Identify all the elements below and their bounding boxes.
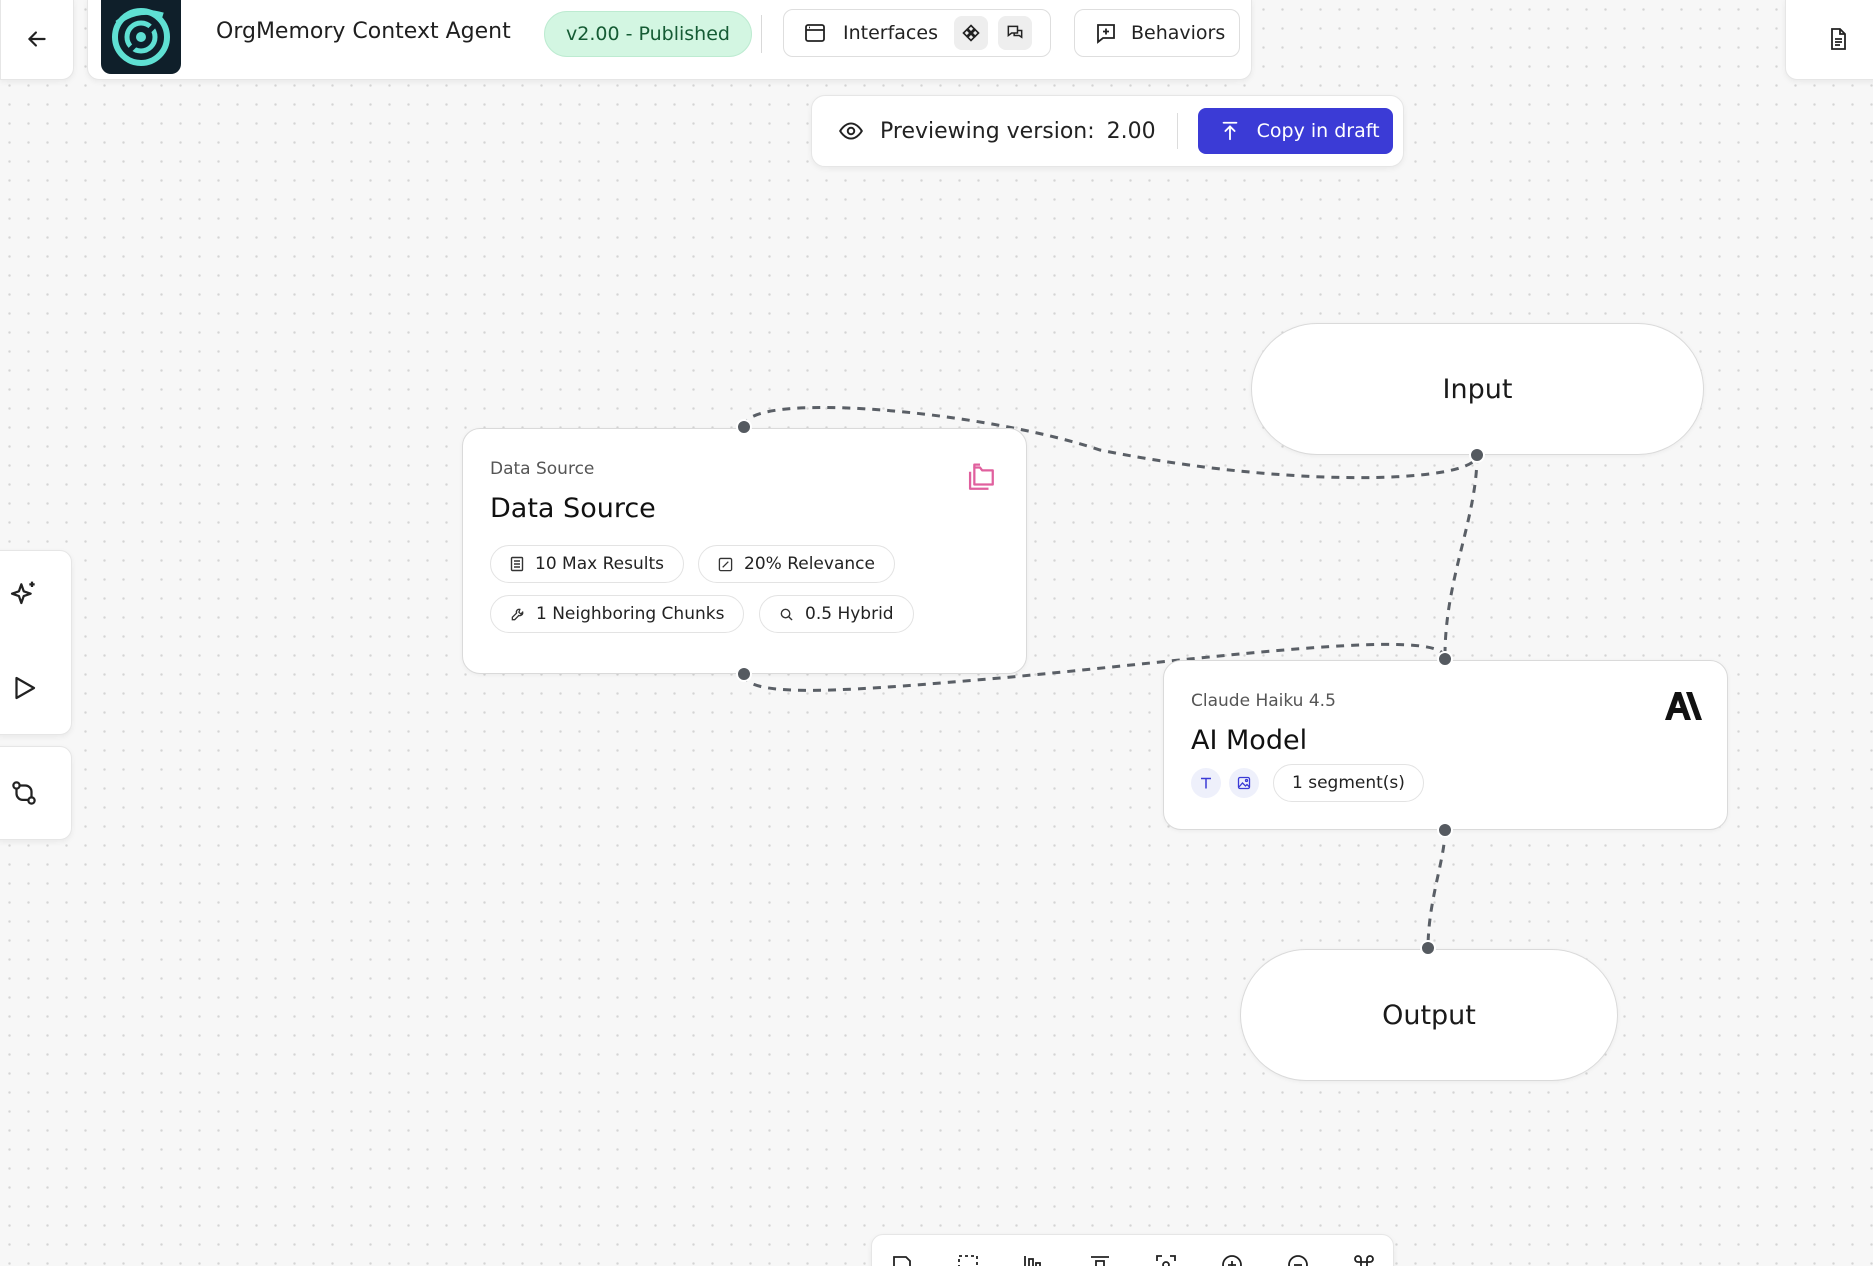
output-top-handle[interactable] [1420, 940, 1436, 956]
search-icon [779, 607, 794, 622]
bottom-toolbar [871, 1234, 1394, 1266]
sparkles-icon [8, 579, 40, 611]
agent-logo [101, 0, 181, 74]
agent-name: OrgMemory Context Agent [216, 19, 511, 44]
zoom-in-icon [1220, 1253, 1244, 1266]
document-icon [1826, 26, 1850, 52]
image-icon [1237, 776, 1251, 790]
focus-frame-icon [1154, 1253, 1178, 1266]
ai-model-node[interactable]: Claude Haiku 4.5 AI Model 1 segment(s) [1163, 660, 1728, 830]
ai-model-bottom-handle[interactable] [1437, 822, 1453, 838]
preview-label: Previewing version: [880, 118, 1095, 144]
message-plus-icon [1094, 21, 1118, 45]
ai-assist-button[interactable] [7, 578, 41, 612]
max-results-label: 10 Max Results [535, 554, 664, 574]
text-type-chip [1191, 768, 1221, 798]
note-tool-button[interactable] [888, 1253, 916, 1266]
percent-square-icon [718, 557, 733, 572]
interface-chat-chip[interactable] [997, 16, 1032, 50]
command-icon [1352, 1253, 1376, 1266]
play-icon [9, 673, 39, 703]
image-type-chip [1229, 768, 1259, 798]
text-t-icon [1199, 776, 1213, 790]
flow-button[interactable] [7, 776, 41, 810]
relevance-chip: 20% Relevance [698, 545, 895, 583]
interfaces-button[interactable]: Interfaces [783, 9, 1051, 57]
document-button[interactable] [1785, 0, 1873, 80]
data-source-top-handle[interactable] [736, 419, 752, 435]
anthropic-logo-icon [1662, 691, 1702, 721]
window-icon [803, 21, 827, 45]
output-node[interactable]: Output [1240, 949, 1618, 1081]
edge-aimodel-to-output [1426, 829, 1447, 950]
hybrid-chip: 0.5 Hybrid [759, 595, 914, 633]
shortcuts-button[interactable] [1350, 1253, 1378, 1266]
align-top-button[interactable] [1086, 1253, 1114, 1266]
ai-model-subtitle: Claude Haiku 4.5 [1191, 691, 1336, 711]
header-divider [761, 15, 762, 53]
arrow-left-icon [24, 26, 50, 52]
zoom-out-button[interactable] [1284, 1253, 1312, 1266]
relevance-label: 20% Relevance [744, 554, 875, 574]
copy-in-draft-button[interactable]: Copy in draft [1197, 108, 1393, 154]
marquee-select-icon [956, 1253, 980, 1266]
segments-label: 1 segment(s) [1292, 773, 1405, 793]
header-bar: OrgMemory Context Agent v2.00 - Publishe… [87, 0, 1252, 80]
list-icon [510, 556, 524, 572]
arrow-up-to-line-icon [1219, 119, 1241, 143]
left-toolbar [0, 550, 72, 735]
input-bottom-handle[interactable] [1469, 447, 1485, 463]
neighboring-chunks-label: 1 Neighboring Chunks [536, 604, 725, 624]
align-bottom-button[interactable] [1020, 1253, 1048, 1266]
preview-divider [1176, 113, 1178, 149]
select-tool-button[interactable] [954, 1253, 982, 1266]
input-node[interactable]: Input [1251, 323, 1704, 455]
hybrid-label: 0.5 Hybrid [805, 604, 894, 624]
segments-chip: 1 segment(s) [1273, 764, 1424, 802]
max-results-chip: 10 Max Results [490, 545, 684, 583]
data-source-bottom-handle[interactable] [736, 666, 752, 682]
version-status-badge[interactable]: v2.00 - Published [544, 11, 752, 57]
align-bars-icon [1022, 1253, 1046, 1266]
sticky-note-icon [890, 1253, 914, 1266]
left-toolbar-secondary [0, 746, 72, 840]
interfaces-label: Interfaces [843, 22, 938, 44]
align-top-icon [1088, 1253, 1112, 1266]
behaviors-button[interactable]: Behaviors [1074, 9, 1240, 57]
data-source-subtitle: Data Source [490, 459, 595, 479]
interface-api-chip[interactable] [953, 16, 988, 50]
behaviors-label: Behaviors [1131, 22, 1226, 44]
input-node-label: Input [1442, 373, 1513, 405]
run-button[interactable] [7, 671, 41, 705]
data-source-node[interactable]: Data Source Data Source 10 Max Results 2… [462, 428, 1027, 674]
eye-icon [838, 118, 864, 144]
zoom-out-icon [1286, 1253, 1310, 1266]
data-source-title: Data Source [490, 493, 656, 524]
ai-model-title: AI Model [1191, 725, 1308, 756]
chat-bubbles-icon [1005, 23, 1025, 43]
output-node-label: Output [1382, 999, 1476, 1031]
wrench-icon [510, 607, 525, 622]
git-pull-request-icon [9, 778, 39, 808]
folders-icon [962, 459, 998, 493]
edge-input-to-aimodel [1443, 454, 1479, 661]
fit-view-button[interactable] [1152, 1253, 1180, 1266]
preview-version-bar: Previewing version: 2.00 Copy in draft [811, 95, 1404, 167]
diamond-nodes-icon [961, 23, 981, 43]
neighboring-chunks-chip: 1 Neighboring Chunks [490, 595, 745, 633]
ai-model-top-handle[interactable] [1437, 651, 1453, 667]
preview-version: 2.00 [1106, 118, 1156, 144]
back-button[interactable] [0, 0, 74, 80]
zoom-in-button[interactable] [1218, 1253, 1246, 1266]
copy-in-draft-label: Copy in draft [1256, 120, 1380, 142]
